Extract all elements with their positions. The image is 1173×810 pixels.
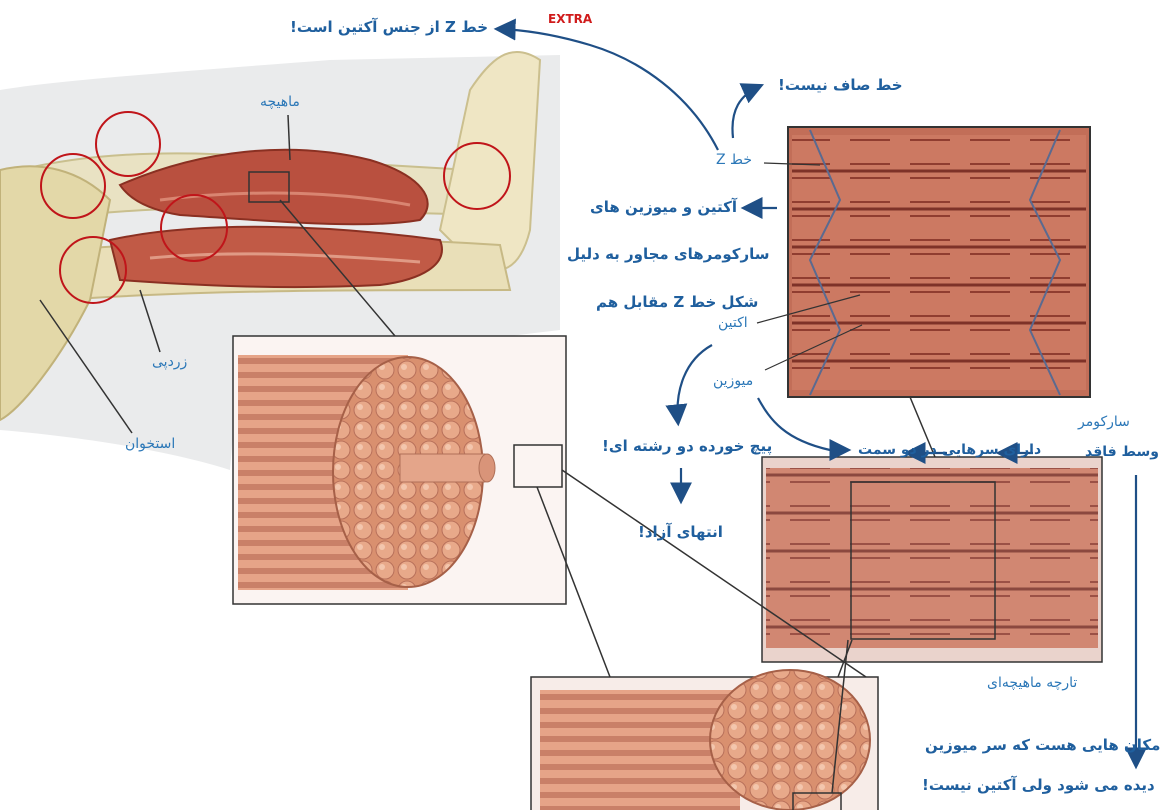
note-z-line-actin: خط Z از جنس آکتین است! [290, 18, 488, 36]
extra-tag: EXTRA [548, 12, 592, 26]
note-free-end: انتهای آزاد! [638, 523, 723, 541]
label-sarcomere: سارکومر [1078, 414, 1130, 430]
note-myosin-head-seen: مکان هایی هست که سر میوزین [925, 736, 1160, 754]
note-adjacent-sarcomeres: سارکومرهای مجاور به دلیل [567, 245, 769, 263]
bottom-fiber-panel [531, 670, 878, 810]
label-actin: اکتین [718, 315, 748, 331]
note-middle-lacks: وسط فاقد [1085, 444, 1159, 460]
myofibril-panel [762, 457, 1102, 662]
label-bone: استخوان [125, 436, 175, 452]
note-not-straight: خط صاف نیست! [778, 76, 903, 94]
note-two-side-heads: دارای سرهایی در دو سمت [858, 442, 1041, 458]
label-myosin: میوزین [713, 373, 753, 389]
note-no-actin: دیده می شود ولی آکتین نیست! [922, 776, 1155, 794]
label-z-line: خط Z [716, 152, 752, 168]
note-actin-myosin: آکتین و میوزین های [590, 198, 737, 216]
note-twisted-strands: پیچ خورده دو رشته ای! [602, 437, 772, 455]
label-muscle: ماهیچه [260, 94, 300, 110]
muscle-fiber-panel [233, 336, 566, 604]
sarcomere-panel [788, 127, 1090, 397]
note-z-shape: شکل خط Z مقابل هم [596, 293, 758, 311]
label-tendon: زردپی [152, 354, 187, 370]
label-myofibril: تارچه ماهیچه‌ای [987, 675, 1077, 691]
